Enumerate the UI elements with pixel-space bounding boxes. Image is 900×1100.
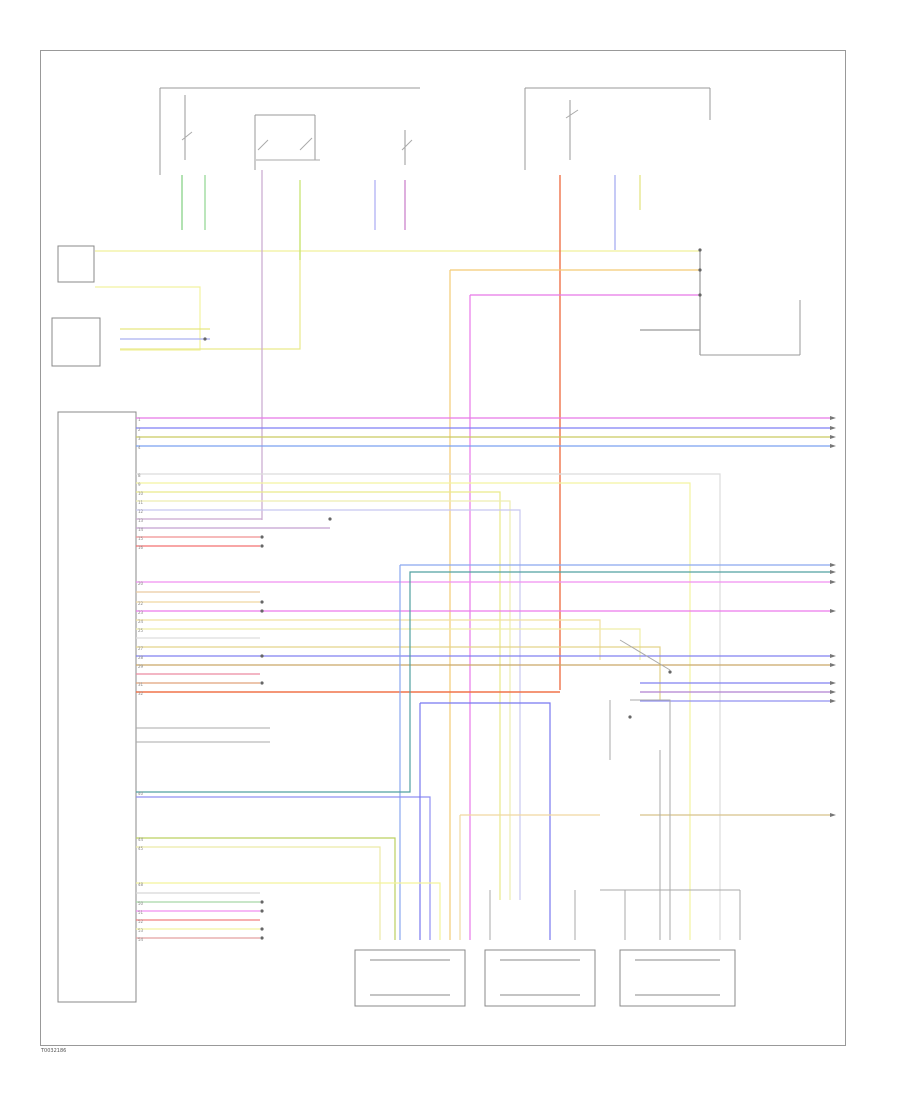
svg-text:11: 11 <box>138 500 144 505</box>
svg-text:44: 44 <box>138 837 144 842</box>
ground-and-junction-lines <box>136 639 741 940</box>
svg-text:24: 24 <box>138 619 144 624</box>
svg-text:15: 15 <box>138 536 144 541</box>
top-left-supply-bracket <box>159 87 420 175</box>
svg-text:23: 23 <box>138 610 144 615</box>
hvac-control-module-box <box>57 411 137 1003</box>
svg-text:9: 9 <box>138 482 141 487</box>
svg-text:28: 28 <box>138 655 144 660</box>
svg-text:54: 54 <box>138 937 144 942</box>
right-edge-arrows <box>830 416 836 817</box>
svg-text:4: 4 <box>138 445 141 450</box>
svg-text:45: 45 <box>138 846 144 851</box>
left-actuator-box <box>484 949 596 1007</box>
right-actuator-box <box>619 949 736 1007</box>
svg-text:2: 2 <box>138 427 141 432</box>
module-output-wires <box>136 417 830 940</box>
front-actuator-box <box>354 949 466 1007</box>
svg-text:20: 20 <box>138 581 144 586</box>
top-switch-symbols <box>181 109 579 161</box>
svg-text:29: 29 <box>138 664 144 669</box>
svg-text:16: 16 <box>138 545 144 550</box>
top-right-supply-bracket <box>524 87 711 170</box>
bottom-actuators <box>354 949 736 1007</box>
upper-harness-wires <box>95 170 701 940</box>
svg-text:22: 22 <box>138 601 144 606</box>
svg-text:31: 31 <box>138 682 144 687</box>
right-sensor-module <box>700 300 801 356</box>
diagram-reference-code: T0032186 <box>41 1048 67 1054</box>
svg-text:53: 53 <box>138 928 144 933</box>
svg-text:48: 48 <box>138 882 144 887</box>
svg-text:50: 50 <box>138 901 144 906</box>
upper-left-component <box>51 245 101 367</box>
svg-text:40: 40 <box>138 791 144 796</box>
splice-dots <box>203 248 702 940</box>
svg-text:3: 3 <box>138 436 141 441</box>
svg-text:25: 25 <box>138 628 144 633</box>
svg-text:27: 27 <box>138 646 144 651</box>
svg-text:12: 12 <box>138 509 144 514</box>
diagram-frame <box>40 50 846 1046</box>
svg-text:32: 32 <box>138 691 144 696</box>
svg-text:13: 13 <box>138 518 144 523</box>
svg-text:8: 8 <box>138 473 141 478</box>
svg-text:51: 51 <box>138 910 144 915</box>
svg-text:1: 1 <box>138 417 141 422</box>
svg-text:10: 10 <box>138 491 144 496</box>
svg-text:52: 52 <box>138 919 144 924</box>
svg-text:14: 14 <box>138 527 144 532</box>
